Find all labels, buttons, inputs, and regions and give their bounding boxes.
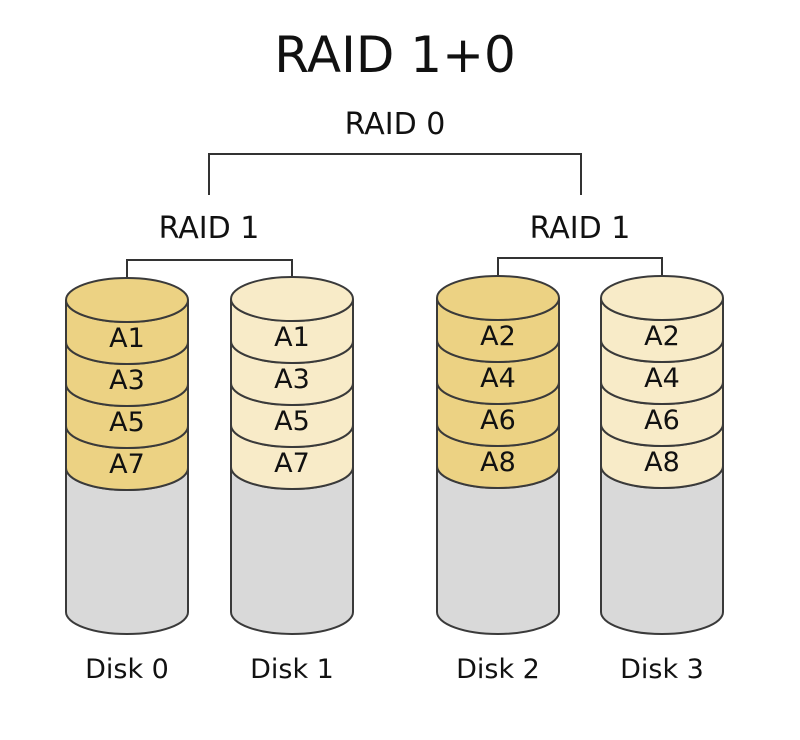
raid1-left-label: RAID 1 (159, 211, 260, 246)
block-label: A1 (274, 322, 310, 353)
disk-empty-space (436, 465, 560, 635)
block-label: A7 (274, 448, 310, 479)
disk-name: Disk 1 (250, 654, 334, 685)
disk-name: Disk 0 (85, 654, 169, 685)
block-label: A5 (109, 407, 145, 438)
raid1-right-label: RAID 1 (530, 211, 631, 246)
disk-top-cap (436, 275, 560, 321)
block-label: A5 (274, 406, 310, 437)
block-label: A3 (274, 364, 310, 395)
block-label: A6 (644, 405, 680, 436)
block-label: A2 (644, 321, 680, 352)
disk-top-cap (65, 277, 189, 323)
block-label: A3 (109, 365, 145, 396)
block-label: A6 (480, 405, 516, 436)
disk-empty-space (600, 465, 724, 635)
block-label: A1 (109, 323, 145, 354)
raid0-label: RAID 0 (345, 107, 446, 142)
diagram-title: RAID 1+0 (274, 26, 516, 84)
disk-name: Disk 3 (620, 654, 704, 685)
block-label: A4 (480, 363, 516, 394)
block-label: A8 (480, 447, 516, 478)
block-label: A8 (644, 447, 680, 478)
block-label: A4 (644, 363, 680, 394)
raid0-connector (208, 153, 582, 195)
disk-empty-space (230, 466, 354, 635)
disk-name: Disk 2 (456, 654, 540, 685)
disk-top-cap (230, 276, 354, 322)
block-label: A7 (109, 449, 145, 480)
block-label: A2 (480, 321, 516, 352)
disk-top-cap (600, 275, 724, 321)
disk-empty-space (65, 467, 189, 635)
